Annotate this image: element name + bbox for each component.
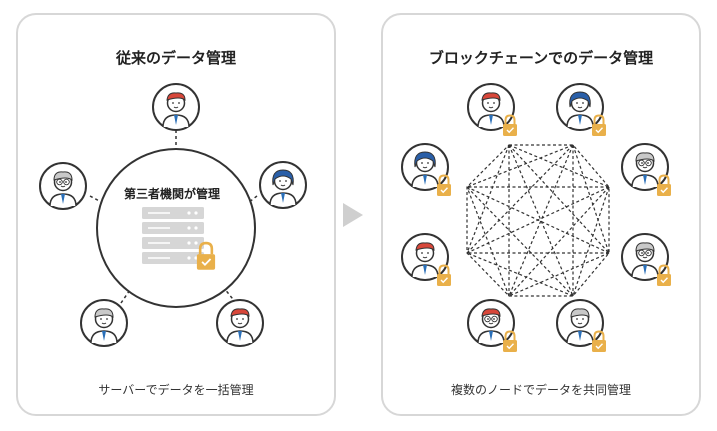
node-avatar-icon: [401, 233, 449, 281]
user-avatar-icon: [259, 161, 307, 209]
node-avatar-icon: [556, 299, 604, 347]
user-avatar-icon: [80, 299, 128, 347]
panel-caption: 複数のノードでデータを共同管理: [450, 383, 631, 397]
blockchain-management-panel: ブロックチェーンでのデータ管理 複数のノードでデータを共同管理: [381, 13, 701, 416]
panel-title: 従来のデータ管理: [115, 49, 236, 67]
node-avatar-icon: [401, 143, 449, 191]
panel-caption: サーバーでデータを一括管理: [98, 383, 254, 397]
blockchain-network-diagram: [401, 83, 672, 353]
node-avatar-icon: [467, 83, 515, 131]
node-avatar-icon: [467, 299, 515, 347]
node-avatar-icon: [621, 233, 669, 281]
user-avatar-icon: [216, 299, 264, 347]
central-authority-label: 第三者機関が管理: [123, 187, 220, 201]
user-avatar-icon: [152, 83, 200, 131]
server-icon: [142, 207, 204, 264]
node-avatar-icon: [621, 143, 669, 191]
panel-title: ブロックチェーンでのデータ管理: [428, 49, 654, 67]
centralized-diagram: [39, 83, 307, 347]
node-avatar-icon: [556, 83, 604, 131]
user-avatar-icon: [39, 162, 87, 210]
transition-arrow-icon: [343, 203, 363, 227]
mesh-lines: [466, 144, 610, 297]
